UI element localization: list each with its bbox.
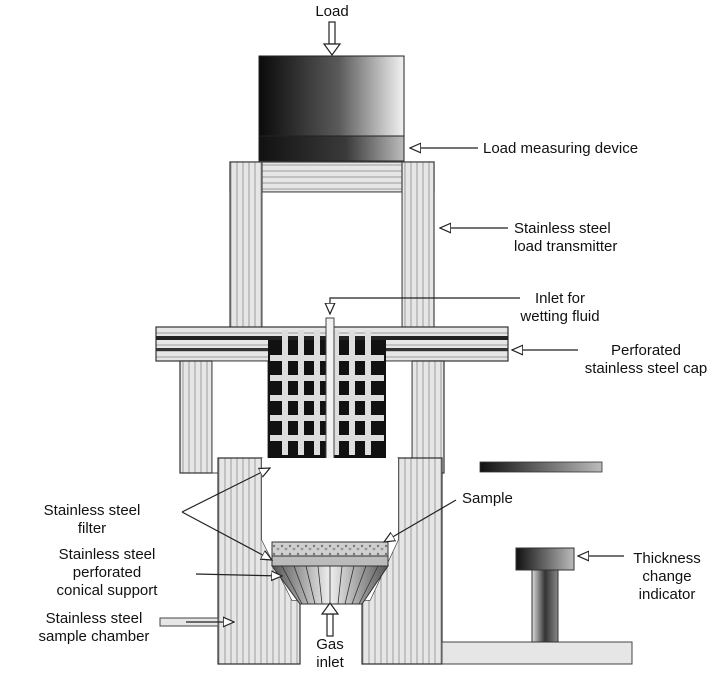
perforated-cap [155,317,509,474]
label-load-transmitter: Stainless steel load transmitter [514,220,617,256]
label-gas-inlet: Gas inlet [300,636,360,672]
label-filter: Stainless steel filter [14,502,170,538]
label-line: Stainless steel [58,546,156,563]
label-line: inlet [316,654,344,671]
label-thickness-indicator: Thickness change indicator [620,550,714,604]
load-arrow [322,21,342,57]
arrow-sample [384,499,457,542]
thickness-indicator [515,547,575,643]
label-line: perforated [72,564,142,581]
indicator-plate [479,461,603,473]
label-line: Inlet for [534,290,586,307]
gas-inlet-arrow [320,601,340,637]
arrow-inlet [330,297,520,314]
arrow-filter-lower [181,511,272,560]
label-perforated-cap: Perforated stainless steel cap [576,342,716,378]
label-line: Perforated [610,342,682,359]
label-line: Stainless steel [43,502,141,519]
label-sample-chamber: Stainless steel sample chamber [6,610,182,646]
label-conical-support: Stainless steel perforated conical suppo… [24,546,190,600]
label-line: Stainless steel [514,220,611,237]
label-line: Thickness [633,550,701,567]
label-inlet-wetting-fluid: Inlet for wetting fluid [505,290,615,326]
label-line: indicator [638,586,696,603]
label-sample: Sample [462,490,513,507]
load-block [258,55,405,137]
label-load-measuring-device: Load measuring device [483,140,639,157]
label-load: Load [315,3,349,20]
label-line: load transmitter [514,238,618,255]
label-line: sample chamber [38,628,150,645]
label-line: conical support [56,582,158,599]
sample-layer [271,541,389,557]
label-line: filter [77,520,107,537]
label-line: stainless steel cap [584,360,708,377]
label-line: change [642,568,692,585]
load-measuring-device [258,135,405,162]
label-line: Stainless steel [45,610,143,627]
arrow-conical [195,574,282,576]
label-line: wetting fluid [520,308,600,325]
load-transmitter [229,161,435,329]
conical-support [271,565,389,605]
lower-filter [271,555,389,567]
label-line: Gas [316,636,344,653]
arrow-filter-upper [181,468,270,513]
